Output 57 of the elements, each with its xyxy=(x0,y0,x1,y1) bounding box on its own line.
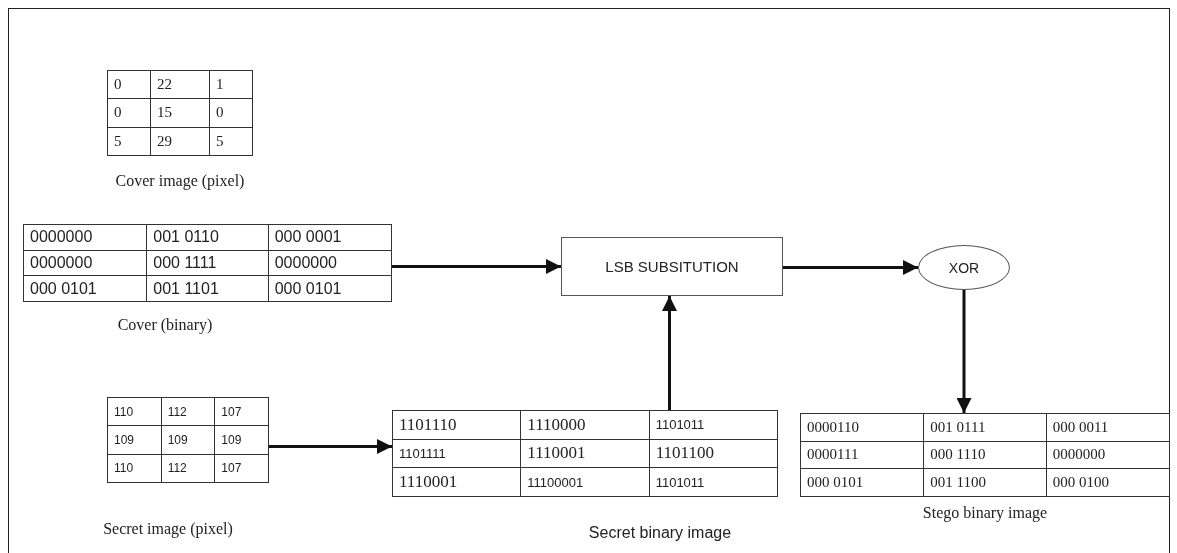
table-cell: 1 xyxy=(209,70,253,99)
table-cell: 1101011 xyxy=(649,410,778,440)
table-cell: 0000000 xyxy=(23,224,147,251)
table-cell: 110 xyxy=(107,397,162,426)
table-cell: 000 0100 xyxy=(1046,468,1170,497)
table-cell: 0000000 xyxy=(268,250,392,276)
operation-ellipse: XOR xyxy=(918,245,1010,290)
table-cell: 000 0101 xyxy=(23,275,147,302)
table-cell: 000 0001 xyxy=(268,224,392,251)
table-cell: 1101110 xyxy=(392,410,521,440)
table-cell: 109 xyxy=(107,425,162,455)
arrow xyxy=(392,259,561,274)
table-cell: 001 0110 xyxy=(146,224,269,251)
table-caption: Cover image (pixel) xyxy=(115,172,245,190)
table-cell: 1101011 xyxy=(649,467,778,497)
table-cell: 000 0101 xyxy=(800,468,924,497)
arrow xyxy=(269,439,392,454)
table-cell: 001 1101 xyxy=(146,275,269,302)
table-cell: 001 0111 xyxy=(923,413,1047,442)
table-cell: 0000110 xyxy=(800,413,924,442)
table-cell: 1110000 xyxy=(520,410,650,440)
table-cell: 001 1100 xyxy=(923,468,1047,497)
arrow xyxy=(956,290,972,413)
table-cell: 000 0011 xyxy=(1046,413,1170,442)
table-caption: Secret image (pixel) xyxy=(103,520,233,538)
table-cell: 29 xyxy=(150,127,210,156)
table-cell: 000 1110 xyxy=(923,441,1047,469)
table-cell: 1101111 xyxy=(392,439,521,468)
table-caption: Stego binary image xyxy=(922,504,1048,522)
table-cell: 0 xyxy=(107,70,151,99)
table-cell: 22 xyxy=(150,70,210,99)
table-cell: 112 xyxy=(161,397,215,426)
table-cell: 109 xyxy=(161,425,215,455)
table-cell: 5 xyxy=(107,127,151,156)
table-cell: 000 1111 xyxy=(146,250,269,276)
table-cell: 107 xyxy=(214,397,269,426)
table-cell: 107 xyxy=(214,454,269,483)
process-box: LSB SUBSITUTION xyxy=(561,237,783,296)
arrow xyxy=(783,260,918,275)
table-cell: 11100001 xyxy=(520,467,650,497)
table-cell: 0000000 xyxy=(23,250,147,276)
table-cell: 0 xyxy=(209,98,253,128)
table-cell: 0000000 xyxy=(1046,441,1170,469)
table-caption: Secret binary image xyxy=(588,524,732,542)
arrow xyxy=(662,296,677,410)
table-cell: 110 xyxy=(107,454,162,483)
table-caption: Cover (binary) xyxy=(117,316,213,334)
table-cell: 15 xyxy=(150,98,210,128)
table-cell: 1110001 xyxy=(520,439,650,468)
table-cell: 112 xyxy=(161,454,215,483)
table-cell: 5 xyxy=(209,127,253,156)
table-cell: 0000111 xyxy=(800,441,924,469)
table-cell: 1101100 xyxy=(649,439,778,468)
table-cell: 1110001 xyxy=(392,467,521,497)
table-cell: 0 xyxy=(107,98,151,128)
table-cell: 000 0101 xyxy=(268,275,392,302)
table-cell: 109 xyxy=(214,425,269,455)
